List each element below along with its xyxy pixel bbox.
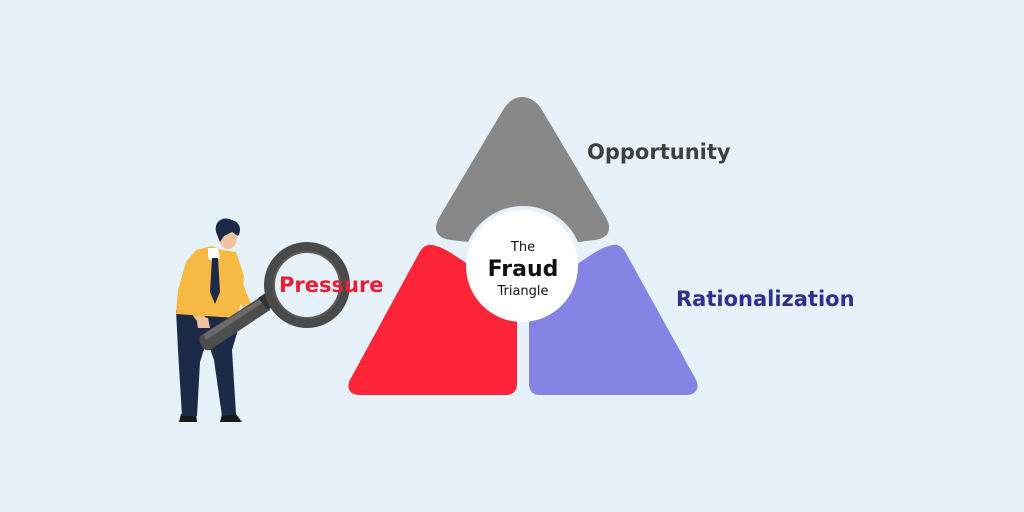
center-title-fraud: Fraud	[487, 257, 559, 282]
opportunity-label: Opportunity	[587, 140, 731, 164]
left-arm	[182, 262, 206, 320]
magnifier-handle-highlight	[204, 298, 264, 340]
center-circle	[466, 210, 578, 322]
pressure-label: Pressure	[279, 273, 384, 297]
hair	[215, 218, 240, 242]
left-hand	[196, 316, 210, 328]
opportunity-segment	[435, 97, 610, 242]
center-title-triangle: Triangle	[497, 284, 549, 299]
right-arm	[230, 254, 252, 310]
tie	[210, 258, 220, 304]
magnifier-rim	[264, 242, 350, 328]
investigator-figure	[176, 218, 350, 422]
center-title: The Fraud Triangle	[467, 218, 579, 322]
right-shoe	[220, 414, 242, 422]
center-title-the: The	[510, 240, 536, 255]
magnifier-rim-highlight	[273, 251, 341, 319]
rationalization-label: Rationalization	[676, 287, 855, 311]
